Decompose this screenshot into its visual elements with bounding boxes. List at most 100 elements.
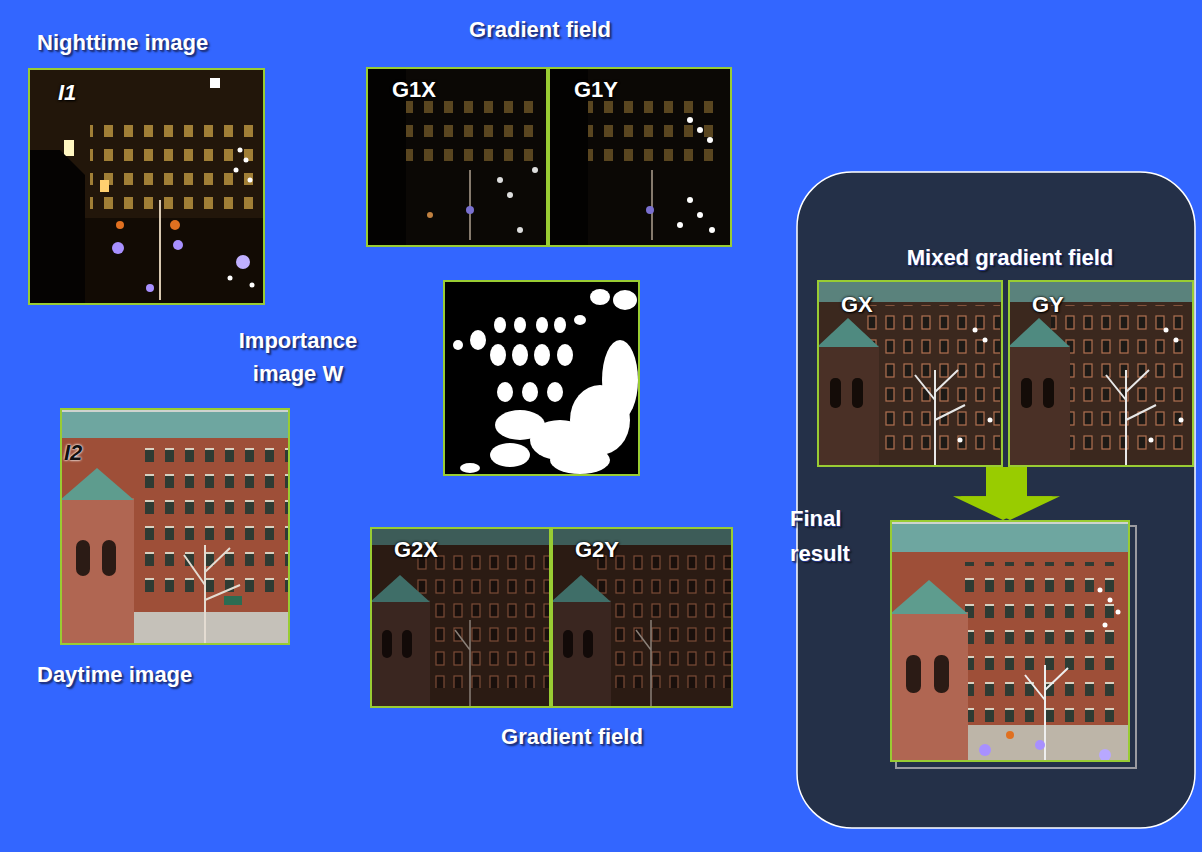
photo-detail [860, 305, 1000, 455]
photo-detail [983, 338, 988, 343]
photo-detail [28, 68, 265, 305]
photo-detail [490, 443, 530, 467]
photo-detail [466, 206, 474, 214]
photo-detail [1021, 378, 1032, 408]
photo-detail [60, 412, 290, 438]
photo-detail [443, 280, 640, 476]
photo-detail [1103, 623, 1108, 628]
photo-detail [707, 137, 713, 143]
photo-detail [973, 328, 978, 333]
photo-detail [677, 222, 683, 228]
photo-detail [146, 284, 154, 292]
photo-detail [159, 200, 161, 300]
photo-detail [453, 340, 463, 350]
photo-frame: Final result [890, 520, 1130, 762]
photo-detail [173, 240, 183, 250]
gradient-frame: G2Y [551, 527, 733, 708]
photo-detail [583, 630, 593, 658]
photo-detail [514, 317, 526, 333]
section-heading: Gradient field [420, 17, 660, 42]
photo-detail [1035, 740, 1045, 750]
photo-detail [1008, 345, 1070, 467]
flow-arrow [953, 467, 1053, 520]
photo-detail [817, 345, 879, 467]
photo-detail [613, 290, 637, 310]
photo-detail [651, 170, 653, 240]
mask-frame: Importance image W [443, 280, 640, 476]
photo-detail [890, 552, 1130, 727]
gradient-frame: GY [1008, 280, 1194, 467]
photo-detail [979, 744, 991, 756]
photo-detail [507, 192, 513, 198]
photo-detail [534, 344, 550, 366]
photo-detail [530, 420, 590, 460]
photo-detail [236, 255, 250, 269]
photo-detail [1051, 305, 1191, 455]
flow-arrow [960, 467, 1060, 520]
photo-detail [570, 385, 630, 455]
photo-detail [1174, 338, 1179, 343]
photo-detail [1043, 378, 1054, 408]
photo-detail [238, 148, 243, 153]
mixed-gradient-x [817, 280, 1003, 467]
photo-detail [532, 167, 538, 173]
photo-detail [1164, 328, 1169, 333]
photo-frame: I2Daytime image [60, 408, 290, 645]
photo-detail [410, 548, 550, 688]
photo-detail [497, 382, 513, 402]
image-title: Daytime image [37, 662, 192, 687]
night-gradient-x [366, 67, 548, 247]
photo-detail [934, 655, 949, 693]
photo-detail [574, 315, 586, 325]
photo-detail [250, 283, 255, 288]
gradient-frame: G2X [370, 527, 551, 708]
photo-detail [134, 612, 290, 645]
photo-detail [116, 221, 124, 229]
photo-detail [557, 344, 573, 366]
photo-detail [490, 344, 506, 366]
gradient-frame: GX [817, 280, 1003, 467]
photo-detail [562, 100, 722, 170]
photo-detail [469, 170, 471, 240]
photo-detail [550, 446, 610, 474]
photo-detail [470, 330, 486, 350]
photo-detail [380, 100, 540, 170]
photo-detail [497, 177, 503, 183]
day-gradient-y [551, 527, 733, 708]
photo-detail [517, 227, 523, 233]
photo-detail [817, 280, 1003, 467]
photo-detail [370, 575, 430, 602]
photo-detail [170, 220, 180, 230]
day-gradient-x [370, 527, 551, 708]
photo-detail [427, 212, 433, 218]
gradient-frame: G1X [366, 67, 548, 247]
photo-detail [958, 438, 963, 443]
photo-detail [830, 378, 841, 408]
photo-detail [1006, 731, 1014, 739]
photo-detail [90, 115, 260, 210]
photo-detail [60, 468, 134, 500]
image-symbol: I2 [64, 440, 82, 465]
gradient-symbol: G1Y [574, 77, 618, 102]
photo-detail [460, 463, 480, 473]
photo-detail [906, 655, 921, 693]
photo-detail [112, 242, 124, 254]
photo-detail [455, 620, 470, 708]
photo-detail [551, 527, 733, 708]
photo-detail [697, 212, 703, 218]
photo-detail [988, 418, 993, 423]
photo-detail [1099, 749, 1111, 761]
result-panel [797, 172, 1195, 828]
photo-detail [382, 630, 392, 658]
photo-detail [234, 168, 239, 173]
photo-detail [210, 78, 220, 88]
photo-detail [852, 378, 863, 408]
day-photo [60, 408, 290, 645]
photo-detail [140, 448, 288, 598]
photo-detail [548, 67, 732, 247]
image-title: Nighttime image [37, 30, 208, 55]
photo-detail [554, 317, 566, 333]
photo-detail [244, 158, 249, 163]
image-title: Final result [790, 501, 882, 571]
